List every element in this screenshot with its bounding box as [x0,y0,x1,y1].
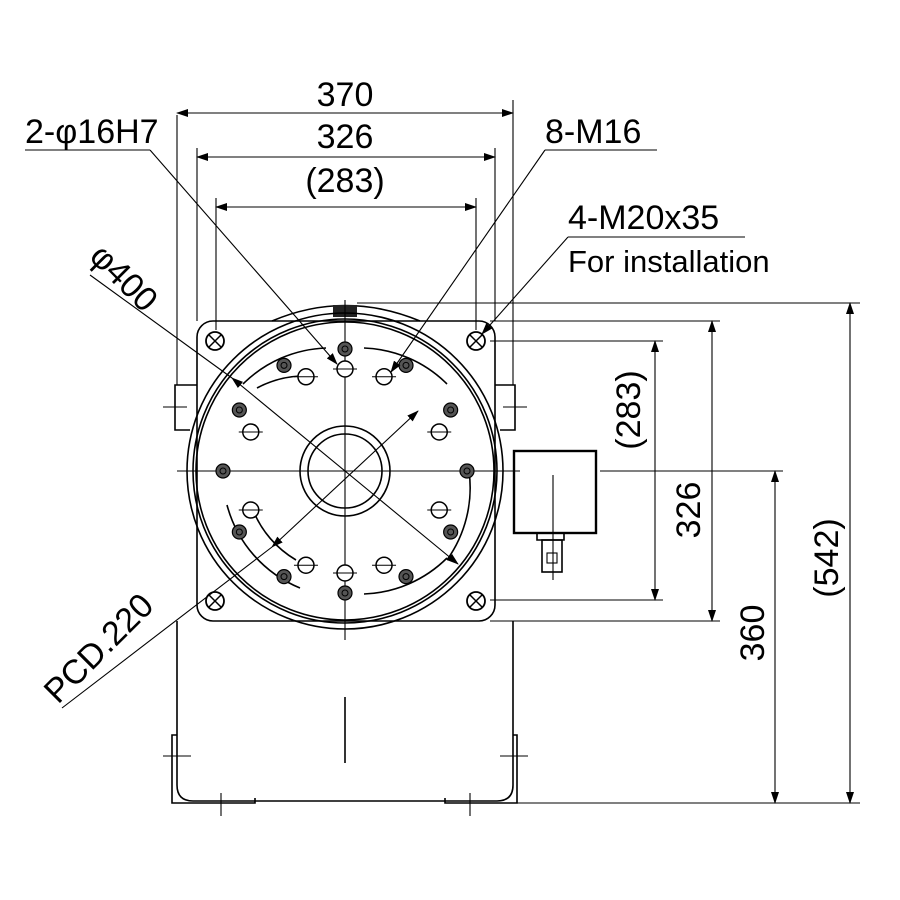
tapped-hole [398,357,414,373]
callout-pitch-circle: PCD.220 [37,586,161,710]
tapped-hole [276,357,292,373]
callout-mount-holes: 4-M20x35 [568,199,719,237]
dim-v-360: 360 [734,605,772,662]
tapped-hole [337,341,353,357]
mounting-plate [177,300,520,640]
dim-326: 326 [317,118,374,156]
tapped-hole [231,524,247,540]
tapped-hole [398,569,414,585]
motor-box [512,449,598,580]
base-body [163,100,528,816]
dim-v-283: (283) [610,370,648,449]
callout-dowel-holes: 2-φ16H7 [25,113,159,151]
tapped-hole [215,463,231,479]
dim-v-542: (542) [808,518,846,597]
callout-tapped-holes: 8-M16 [545,113,641,151]
horizontal-dimensions: 370 326 (283) [176,76,514,330]
dim-v-326: 326 [670,482,708,539]
vertical-dimensions: (283) 326 360 (542) [357,302,860,804]
dim-370: 370 [317,76,374,114]
tapped-hole [443,524,459,540]
tapped-hole [459,463,475,479]
tapped-hole [276,569,292,585]
dim-283: (283) [305,162,384,200]
tapped-hole [443,402,459,418]
tapped-hole [231,402,247,418]
tapped-hole [337,585,353,601]
callout-mount-note: For installation [568,244,770,279]
